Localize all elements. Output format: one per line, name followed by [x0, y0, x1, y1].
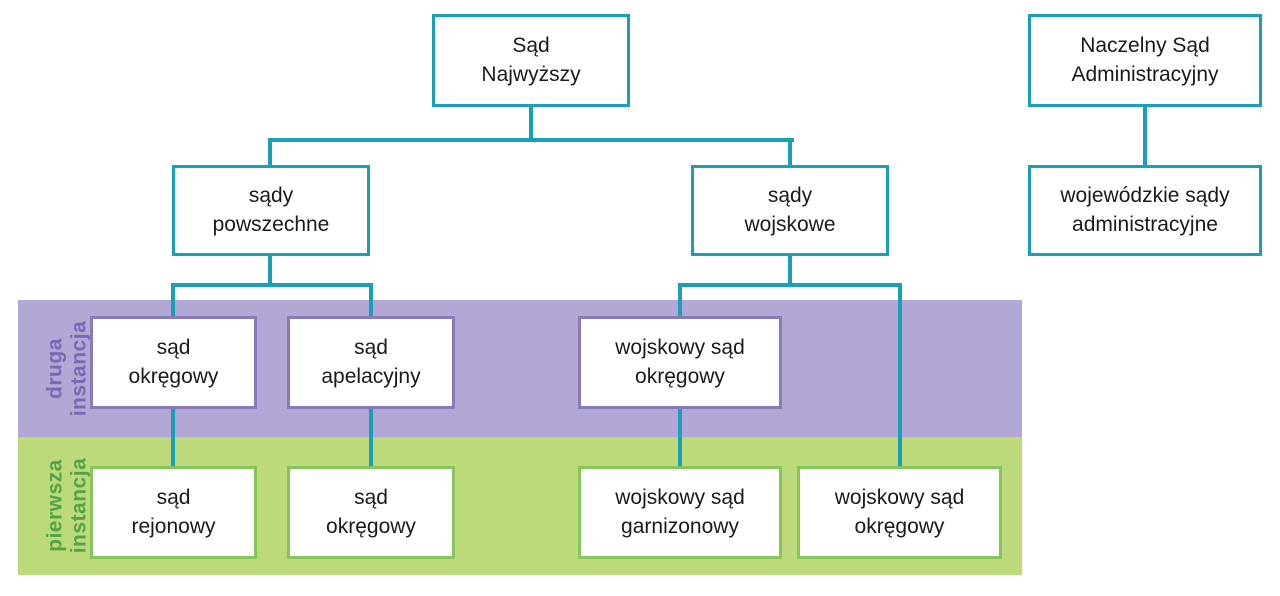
node-naczelny-sad-administracyjny: Naczelny Sąd Administracyjny — [1028, 14, 1262, 107]
node-sady-powszechne: sądy powszechne — [172, 165, 370, 256]
node-sad-najwyzszy: Sąd Najwyższy — [432, 14, 630, 107]
node-wojewodzkie-sady-administracyjne: wojewódzkie sądy administracyjne — [1028, 165, 1262, 256]
first-instance-label: pierwsza instancja — [43, 458, 91, 554]
second-instance-label: druga instancja — [43, 320, 91, 417]
node-wojskowy-sad-okregowy-first-instance: wojskowy sąd okręgowy — [797, 466, 1002, 559]
connector-top-horizontal — [268, 138, 794, 142]
connector-military-district-branch — [898, 285, 902, 468]
node-sad-apelacyjny: sąd apelacyjny — [287, 316, 455, 409]
connector-common-down — [268, 254, 272, 287]
node-wojskowy-sad-garnizonowy: wojskowy sąd garnizonowy — [578, 466, 782, 559]
connector-administrative-down — [1143, 107, 1147, 167]
connector-supreme-down — [529, 107, 533, 140]
connector-military-horizontal — [678, 283, 902, 287]
connector-to-military-courts — [788, 140, 792, 167]
connector-to-common-courts — [268, 140, 272, 167]
node-wojskowy-sad-okregowy-second-instance: wojskowy sąd okręgowy — [578, 316, 782, 409]
node-sad-okregowy-second-instance: sąd okręgowy — [90, 316, 257, 409]
connector-military-down — [788, 254, 792, 287]
node-sad-rejonowy: sąd rejonowy — [90, 466, 257, 559]
node-sad-okregowy-first-instance: sąd okręgowy — [287, 466, 455, 559]
node-sady-wojskowe: sądy wojskowe — [691, 165, 889, 256]
connector-common-horizontal — [171, 283, 373, 287]
